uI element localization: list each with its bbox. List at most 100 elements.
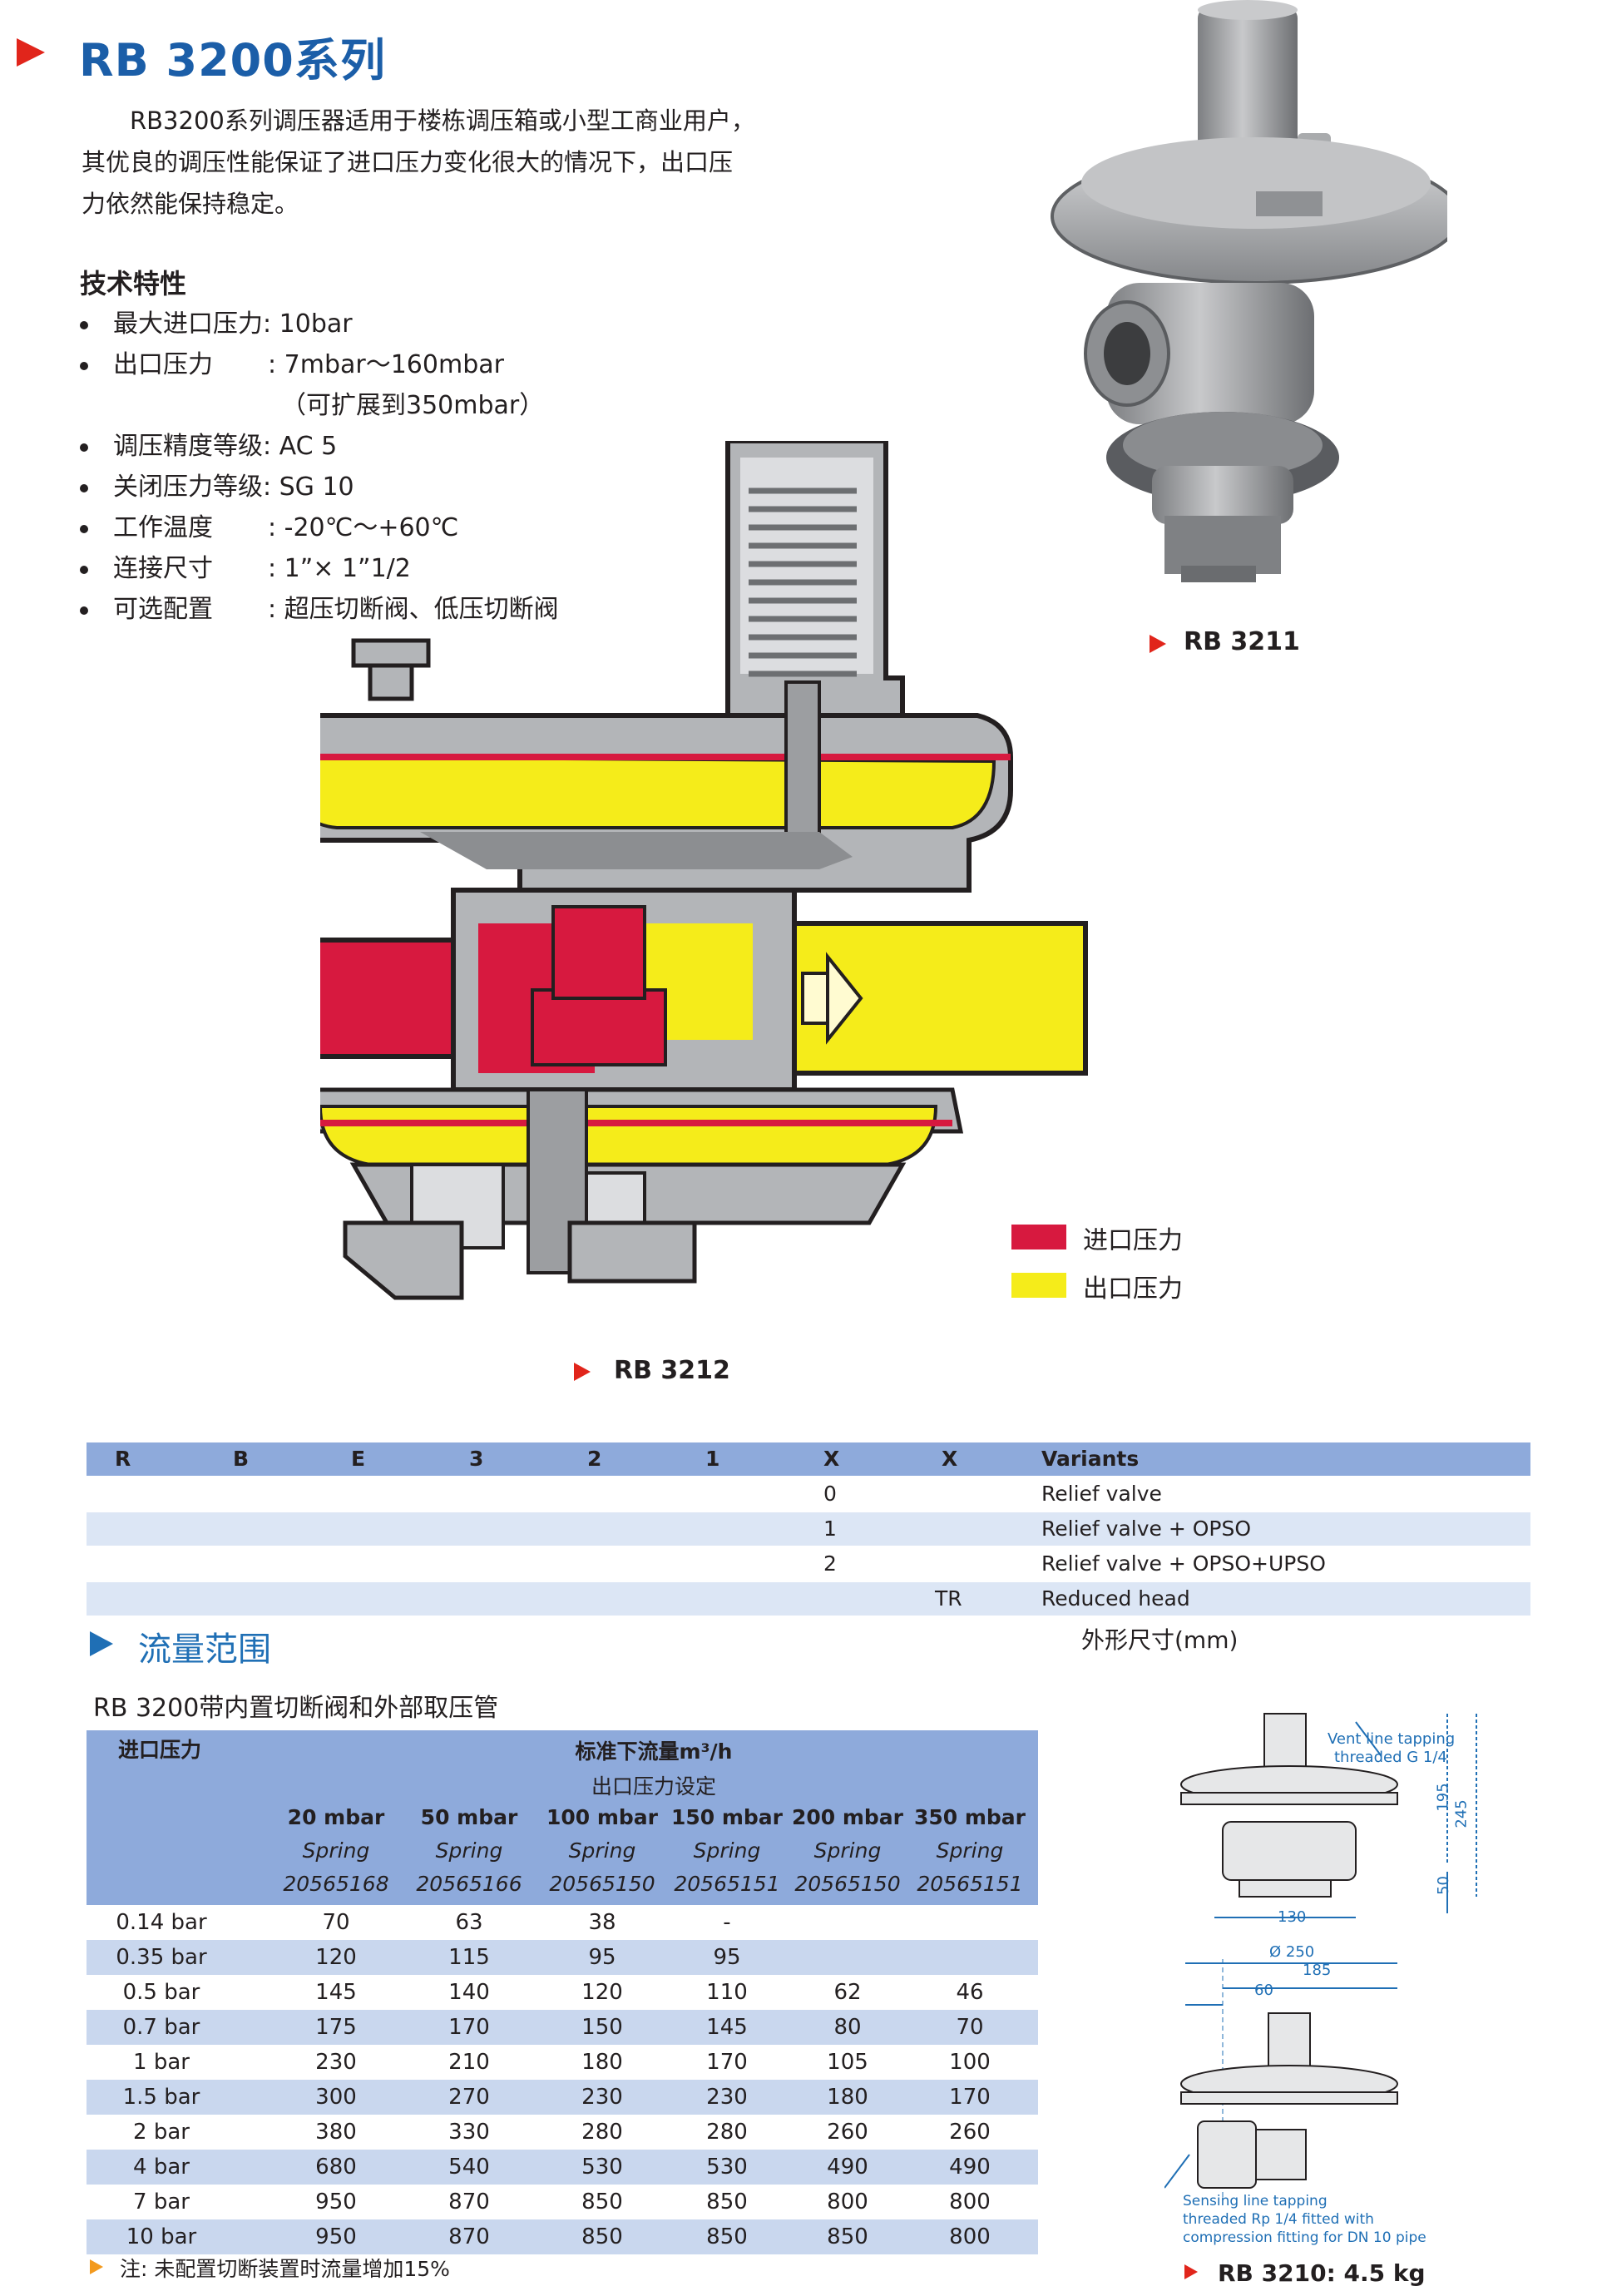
flow-value-cell: [785, 1940, 910, 1975]
intro-line: 其优良的调压性能保证了进口压力变化很大的情况下，出口压: [82, 148, 734, 176]
flow-value-cell: 490: [827, 2155, 868, 2180]
note-marker-icon: [90, 2259, 103, 2274]
vent-label: threaded G 1/4: [1334, 1749, 1447, 1766]
intro-line: RB3200系列调压器适用于楼栋调压箱或小型工商业用户，: [130, 106, 755, 135]
flow-value-cell: 46: [956, 1980, 984, 2005]
flow-value-cell: 800: [949, 2190, 991, 2214]
inlet-pressure-cell: 1.5 bar: [122, 2085, 200, 2110]
caption-marker-icon: [1150, 635, 1166, 653]
flow-subtitle: RB 3200带内置切断阀和外部取压管: [93, 1694, 499, 1723]
dimension-drawing-top: [1164, 1959, 1398, 2204]
code-table-row: 1 Relief valve + OPSO: [87, 1512, 1530, 1546]
inlet-legend-label: 进口压力: [1083, 1226, 1183, 1255]
flow-value-cell: 300: [315, 2085, 357, 2110]
flow-value-cell: 280: [581, 2120, 623, 2145]
flow-value-cell: 175: [315, 2015, 357, 2040]
spec-item: 出口压力: 7mbar～160mbar: [80, 349, 504, 382]
flow-value-cell: 70: [322, 1910, 350, 1935]
flow-value-cell: 950: [315, 2190, 357, 2214]
bullet-icon: [80, 443, 88, 452]
dimensions-heading: 外形尺寸(mm): [1081, 1626, 1239, 1654]
flow-value-cell: 800: [827, 2190, 868, 2214]
rb3211-photo: [1051, 0, 1447, 582]
spec-item: 工作温度: -20℃～+60℃: [80, 512, 458, 545]
flow-value-cell: 62: [833, 1980, 862, 2005]
code-header-cell: X: [823, 1447, 840, 1471]
bullet-icon: [80, 361, 88, 370]
inlet-pressure-cell: 0.7 bar: [122, 2015, 200, 2040]
flow-value-cell: 530: [706, 2155, 748, 2180]
flow-value-cell: 120: [315, 1945, 357, 1970]
rb3212-cross-section: [320, 441, 1088, 1300]
flow-value-cell: 110: [706, 1980, 748, 2005]
code-header-cell: E: [351, 1447, 366, 1471]
flow-value-cell: 260: [949, 2120, 991, 2145]
inlet-pressure-cell: 0.5 bar: [122, 1980, 200, 2005]
flow-unit-header: 标准下流量m³/h: [575, 1739, 733, 1764]
flow-value-cell: 95: [588, 1945, 616, 1970]
flow-value-cell: 100: [949, 2050, 991, 2075]
dim-label: 195: [1434, 1783, 1452, 1812]
flow-value-cell: 95: [713, 1945, 741, 1970]
code-header-cell: B: [233, 1447, 250, 1471]
flow-value-cell: 270: [448, 2085, 490, 2110]
flow-value-cell: 140: [448, 1980, 490, 2005]
dim-label: 185: [1303, 1962, 1332, 1979]
spec-item: 调压精度等级: AC 5: [80, 430, 337, 463]
flow-table-row: 0.5 bar 145 140 120 110 62 46: [87, 1975, 1038, 2010]
flow-value-cell: 115: [448, 1945, 490, 1970]
flow-value-cell: 680: [315, 2155, 357, 2180]
bullet-icon: [80, 320, 88, 329]
spec-item: 最大进口压力: 10bar: [80, 308, 353, 341]
flow-value-cell: 330: [448, 2120, 490, 2145]
flow-value-cell: [785, 1905, 910, 1940]
flow-value-cell: 230: [706, 2085, 748, 2110]
flow-value-cell: 850: [827, 2224, 868, 2249]
dim-label: 130: [1278, 1908, 1307, 1926]
flow-section-marker-icon: [90, 1631, 113, 1656]
flow-value-cell: 850: [581, 2190, 623, 2214]
spec-item: 可选配置: 超压切断阀、低压切断阀: [80, 593, 559, 626]
code-header-cell: R: [115, 1447, 131, 1471]
bullet-icon: [80, 524, 88, 533]
flow-heading: 流量范围: [138, 1630, 271, 1669]
flow-value-cell: 145: [706, 2015, 748, 2040]
flow-value-cell: 145: [315, 1980, 357, 2005]
code-header-cell: Variants: [1041, 1447, 1140, 1471]
dim-label: Ø 250: [1269, 1943, 1315, 1961]
flow-value-cell: 950: [315, 2224, 357, 2249]
flow-value-cell: 380: [315, 2120, 357, 2145]
flow-value-cell: 850: [581, 2224, 623, 2249]
inlet-pressure-header: 进口压力: [118, 1738, 202, 1762]
inlet-pressure-cell: 10 bar: [126, 2224, 197, 2249]
code-table-row: 2 Relief valve + OPSO+UPSO: [823, 1551, 1326, 1576]
flow-value-cell: 490: [949, 2155, 991, 2180]
flow-value-cell: 63: [455, 1910, 483, 1935]
intro-paragraph: RB3200系列调压器适用于楼栋调压箱或小型工商业用户， 其优良的调压性能保证了…: [82, 100, 805, 225]
flow-value-cell: 230: [581, 2085, 623, 2110]
bullet-icon: [80, 565, 88, 574]
flow-value-cell: 180: [581, 2050, 623, 2075]
inlet-pressure-cell: 1 bar: [133, 2050, 190, 2075]
flow-value-cell: 210: [448, 2050, 490, 2075]
flow-value-cell: 170: [448, 2015, 490, 2040]
flow-value-cell: 800: [949, 2224, 991, 2249]
weight-caption: RB 3210: 4.5 kg: [1218, 2259, 1426, 2287]
title-marker-icon: [17, 38, 45, 67]
dim-label: 60: [1254, 1982, 1273, 1999]
photo-caption: RB 3211: [1184, 627, 1300, 656]
code-header-cell: 2: [587, 1447, 602, 1471]
sensing-label: compression fitting for DN 10 pipe: [1183, 2229, 1426, 2246]
flow-value-cell: 120: [581, 1980, 623, 2005]
inlet-pressure-cell: 0.14 bar: [116, 1910, 207, 1935]
spec-item-continued: （可扩展到350mbar）: [281, 391, 545, 420]
dimension-drawing-side: [1180, 1713, 1477, 1918]
spring-icon: [749, 487, 857, 677]
flow-table-row: 0.35 bar 120 115 95 95: [87, 1940, 1038, 1975]
inlet-pressure-cell: 0.35 bar: [116, 1945, 207, 1970]
